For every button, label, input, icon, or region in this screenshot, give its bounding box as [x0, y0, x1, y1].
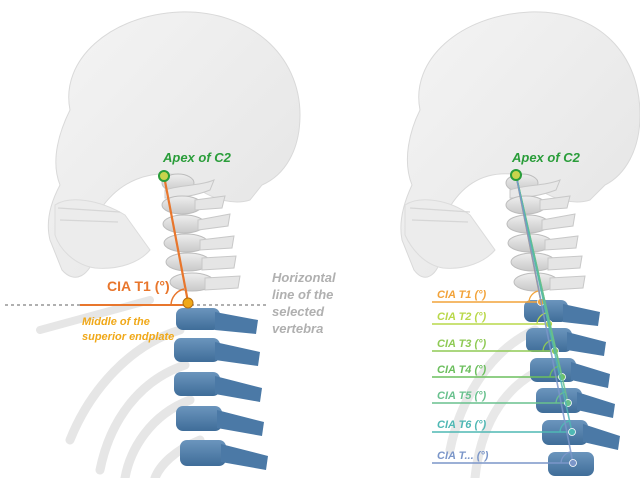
endplate-label: Middle of the superior endplate [82, 316, 174, 343]
level-point [570, 460, 577, 467]
right-panel: CIA T1 (°) CIA T2 (°) CIA T3 (°) CIA T4 (°)… [401, 12, 640, 478]
level-point [569, 429, 576, 436]
cia-t1-label: CIA T1 (°) [107, 278, 170, 294]
level-label: CIA T3 (°) [437, 338, 487, 350]
left-panel: Apex of C2 CIA T1 (°) Horizontal line of… [5, 12, 339, 478]
apex-label-right: Apex of C2 [511, 150, 581, 165]
thoracic-vertebrae-right [524, 300, 620, 476]
thoracic-vertebrae-left [174, 308, 268, 470]
level-label: CIA T2 (°) [437, 311, 487, 323]
level-label: CIA T... (°) [437, 450, 489, 462]
horizontal-line-label: Horizontal line of the selected vertebra [272, 270, 339, 336]
angle-arc [171, 289, 184, 305]
endplate-point [183, 298, 193, 308]
level-label: CIA T1 (°) [437, 289, 487, 301]
apex-point-left [159, 171, 169, 181]
apex-label-left: Apex of C2 [162, 150, 232, 165]
level-label: CIA T4 (°) [437, 364, 487, 376]
apex-point-right [511, 170, 521, 180]
level-label: CIA T5 (°) [437, 390, 487, 402]
level-label: CIA T6 (°) [437, 419, 487, 431]
